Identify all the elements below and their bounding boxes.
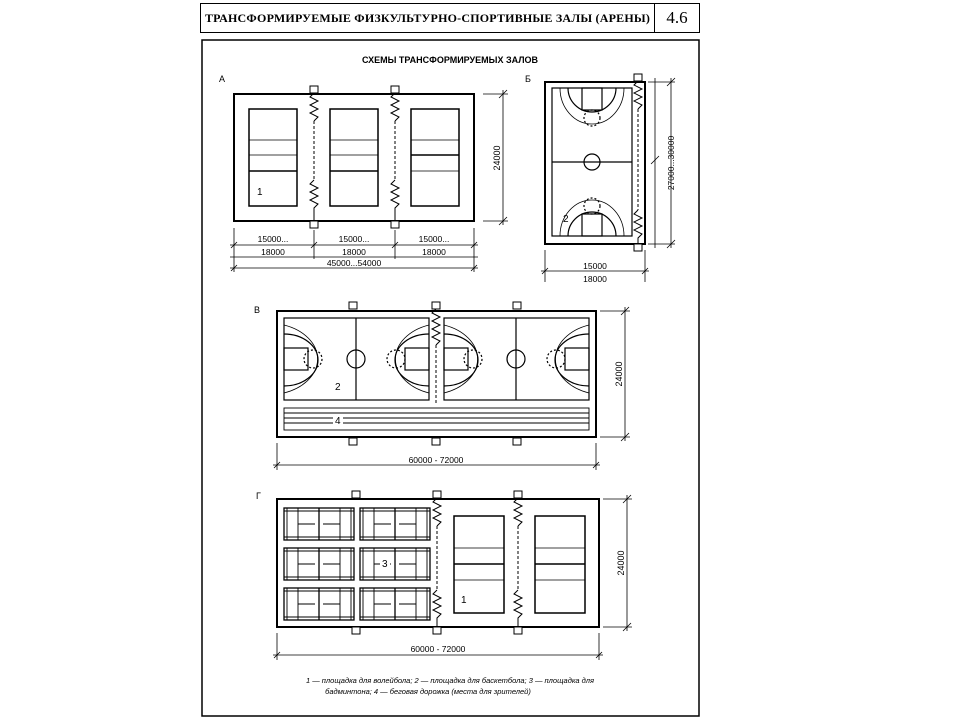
scheme-v-label: В <box>254 305 260 315</box>
basketball-court <box>283 317 430 401</box>
dim-height-b: 27000...30000 <box>666 136 676 191</box>
dim-total-v: 60000 - 72000 <box>409 455 464 465</box>
page-frame <box>201 39 700 717</box>
dim-height-g: 24000 <box>616 550 626 575</box>
badminton-court-pair <box>283 547 355 581</box>
volleyball-court <box>534 515 586 614</box>
partition <box>389 85 401 229</box>
running-track <box>283 407 590 431</box>
sheet-number-block: 4.6 <box>654 3 700 33</box>
volleyball-marker: 1 <box>461 595 467 606</box>
badminton-court-pair <box>359 507 431 541</box>
scheme-g-label: Г <box>256 491 261 501</box>
scheme-v: В <box>254 301 630 470</box>
partition <box>632 73 644 252</box>
caption-line-2: бадминтона; 4 — беговая дорожка (места д… <box>325 687 531 696</box>
dimension-line <box>273 306 630 470</box>
dim-court-3: 15000... <box>419 234 450 244</box>
dimension-line <box>483 89 508 226</box>
scheme-b: Б 2 <box>525 73 676 284</box>
scheme-b-label: Б <box>525 74 531 84</box>
volleyball-court <box>453 515 505 614</box>
scheme-v-hall <box>276 310 597 438</box>
wall-anchor <box>351 490 361 635</box>
dim-court-2-max: 18000 <box>342 247 366 257</box>
basketball-marker: 2 <box>563 214 569 225</box>
basketball-court <box>551 87 633 237</box>
wall-anchor <box>348 301 522 446</box>
volleyball-court <box>410 108 460 207</box>
dim-court-2: 15000... <box>339 234 370 244</box>
dim-width-b: 15000 <box>583 261 607 271</box>
badminton-court-pair <box>359 587 431 621</box>
dim-total-g: 60000 - 72000 <box>411 644 466 654</box>
badminton-court-pair <box>359 547 431 581</box>
dim-court-3-max: 18000 <box>422 247 446 257</box>
dim-width-b-max: 18000 <box>583 274 607 284</box>
volleyball-court <box>329 108 379 207</box>
badminton-courts <box>283 507 431 621</box>
track-marker: 4 <box>335 416 341 427</box>
sheet-title: ТРАНСФОРМИРУЕМЫЕ ФИЗКУЛЬТУРНО-СПОРТИВНЫЕ… <box>204 11 651 25</box>
partition <box>512 490 524 635</box>
dim-height-v: 24000 <box>614 361 624 386</box>
partition <box>430 301 442 404</box>
scheme-b-hall <box>544 81 646 245</box>
badminton-court-pair <box>283 587 355 621</box>
dimension-line <box>273 494 632 660</box>
badminton-marker: 3 <box>382 559 388 570</box>
dimension-line <box>541 77 676 282</box>
partition <box>308 85 320 229</box>
scheme-a-hall <box>233 93 475 222</box>
basketball-marker: 2 <box>335 382 341 393</box>
scheme-g: Г 3 1 <box>256 490 632 660</box>
caption-line-1: 1 — площадка для волейбола; 2 — площадка… <box>306 676 594 685</box>
badminton-court-pair <box>283 507 355 541</box>
dim-court-1: 15000... <box>258 234 289 244</box>
scheme-a: А 1 <box>219 74 508 272</box>
volleyball-court <box>248 108 298 207</box>
schemes-heading: СХЕМЫ ТРАНСФОРМИРУЕМЫХ ЗАЛОВ <box>362 55 539 65</box>
dim-height-a: 24000 <box>492 145 502 170</box>
scheme-a-label: А <box>219 74 225 84</box>
basketball-court <box>443 317 590 401</box>
dim-court-1-max: 18000 <box>261 247 285 257</box>
sheet-number: 4.6 <box>666 8 688 27</box>
partition <box>431 490 443 635</box>
dimension-line <box>230 228 478 272</box>
volleyball-marker: 1 <box>257 187 263 198</box>
dim-total-a: 45000...54000 <box>327 258 382 268</box>
